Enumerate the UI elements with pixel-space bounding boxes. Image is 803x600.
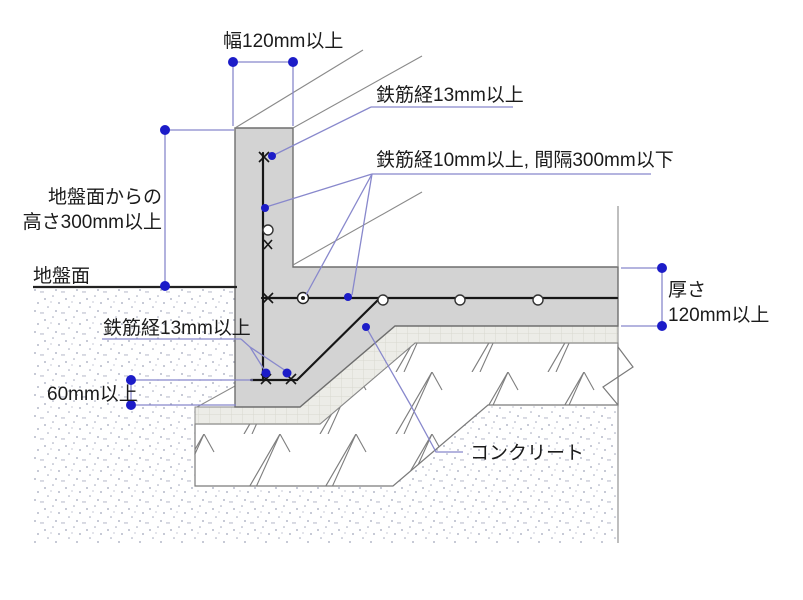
rebar-circle-marker <box>377 294 389 306</box>
leader-dot <box>268 152 276 160</box>
dimension-lines <box>102 61 663 453</box>
bent-anchor-rebar <box>295 296 382 382</box>
rebar-x-marker <box>262 292 274 304</box>
rebar-target-marker <box>296 291 310 305</box>
dimension-dot <box>657 263 667 273</box>
distribution-bar-circles <box>262 224 544 306</box>
height-from-ground-label-line1: 地盤面からの <box>48 186 162 208</box>
slab-thickness-label-line1: 厚さ <box>668 280 706 301</box>
dimension-dot <box>657 321 667 331</box>
ground-surface-label: 地盤面 <box>33 265 90 287</box>
cover-60mm-label: 60mm以上 <box>47 383 138 405</box>
crushed-stone-pattern <box>195 343 618 486</box>
dimension-dot <box>126 375 136 385</box>
rebar-x-marker <box>263 239 273 250</box>
leader-dot <box>261 204 269 212</box>
rebar-13mm-bottom-label: 鉄筋経13mm以上 <box>103 317 251 339</box>
dimension-dot <box>288 57 298 67</box>
dimension-dot <box>160 125 170 135</box>
dimension-dot <box>126 400 136 410</box>
height-from-ground-label-line2: 高さ300mm以上 <box>23 211 162 233</box>
dimension-dot <box>160 281 170 291</box>
rebar-13mm-top-label: 鉄筋経13mm以上 <box>376 84 524 106</box>
rebar-circle-marker <box>262 224 274 236</box>
concrete-label: コンクリート <box>470 442 584 464</box>
dimension-dots <box>126 57 667 410</box>
rebar-circle-marker <box>454 294 466 306</box>
break-line-zigzag <box>602 345 634 407</box>
width-dimension-label: 幅120mm以上 <box>223 30 343 52</box>
leader-dot <box>344 293 352 301</box>
leader-dot <box>362 323 370 331</box>
rebar-10mm-spacing-label: 鉄筋経10mm以上, 間隔300mm以下 <box>376 149 674 171</box>
perspective-lines <box>234 49 619 267</box>
rebar-circle-marker <box>532 294 544 306</box>
leader-dot <box>282 368 292 378</box>
dimension-dot <box>228 57 238 67</box>
leader-dot <box>261 368 271 378</box>
slab-thickness-label-line2: 120mm以上 <box>668 304 769 326</box>
rebar-x-marker <box>258 151 270 163</box>
concrete-body <box>234 127 619 408</box>
